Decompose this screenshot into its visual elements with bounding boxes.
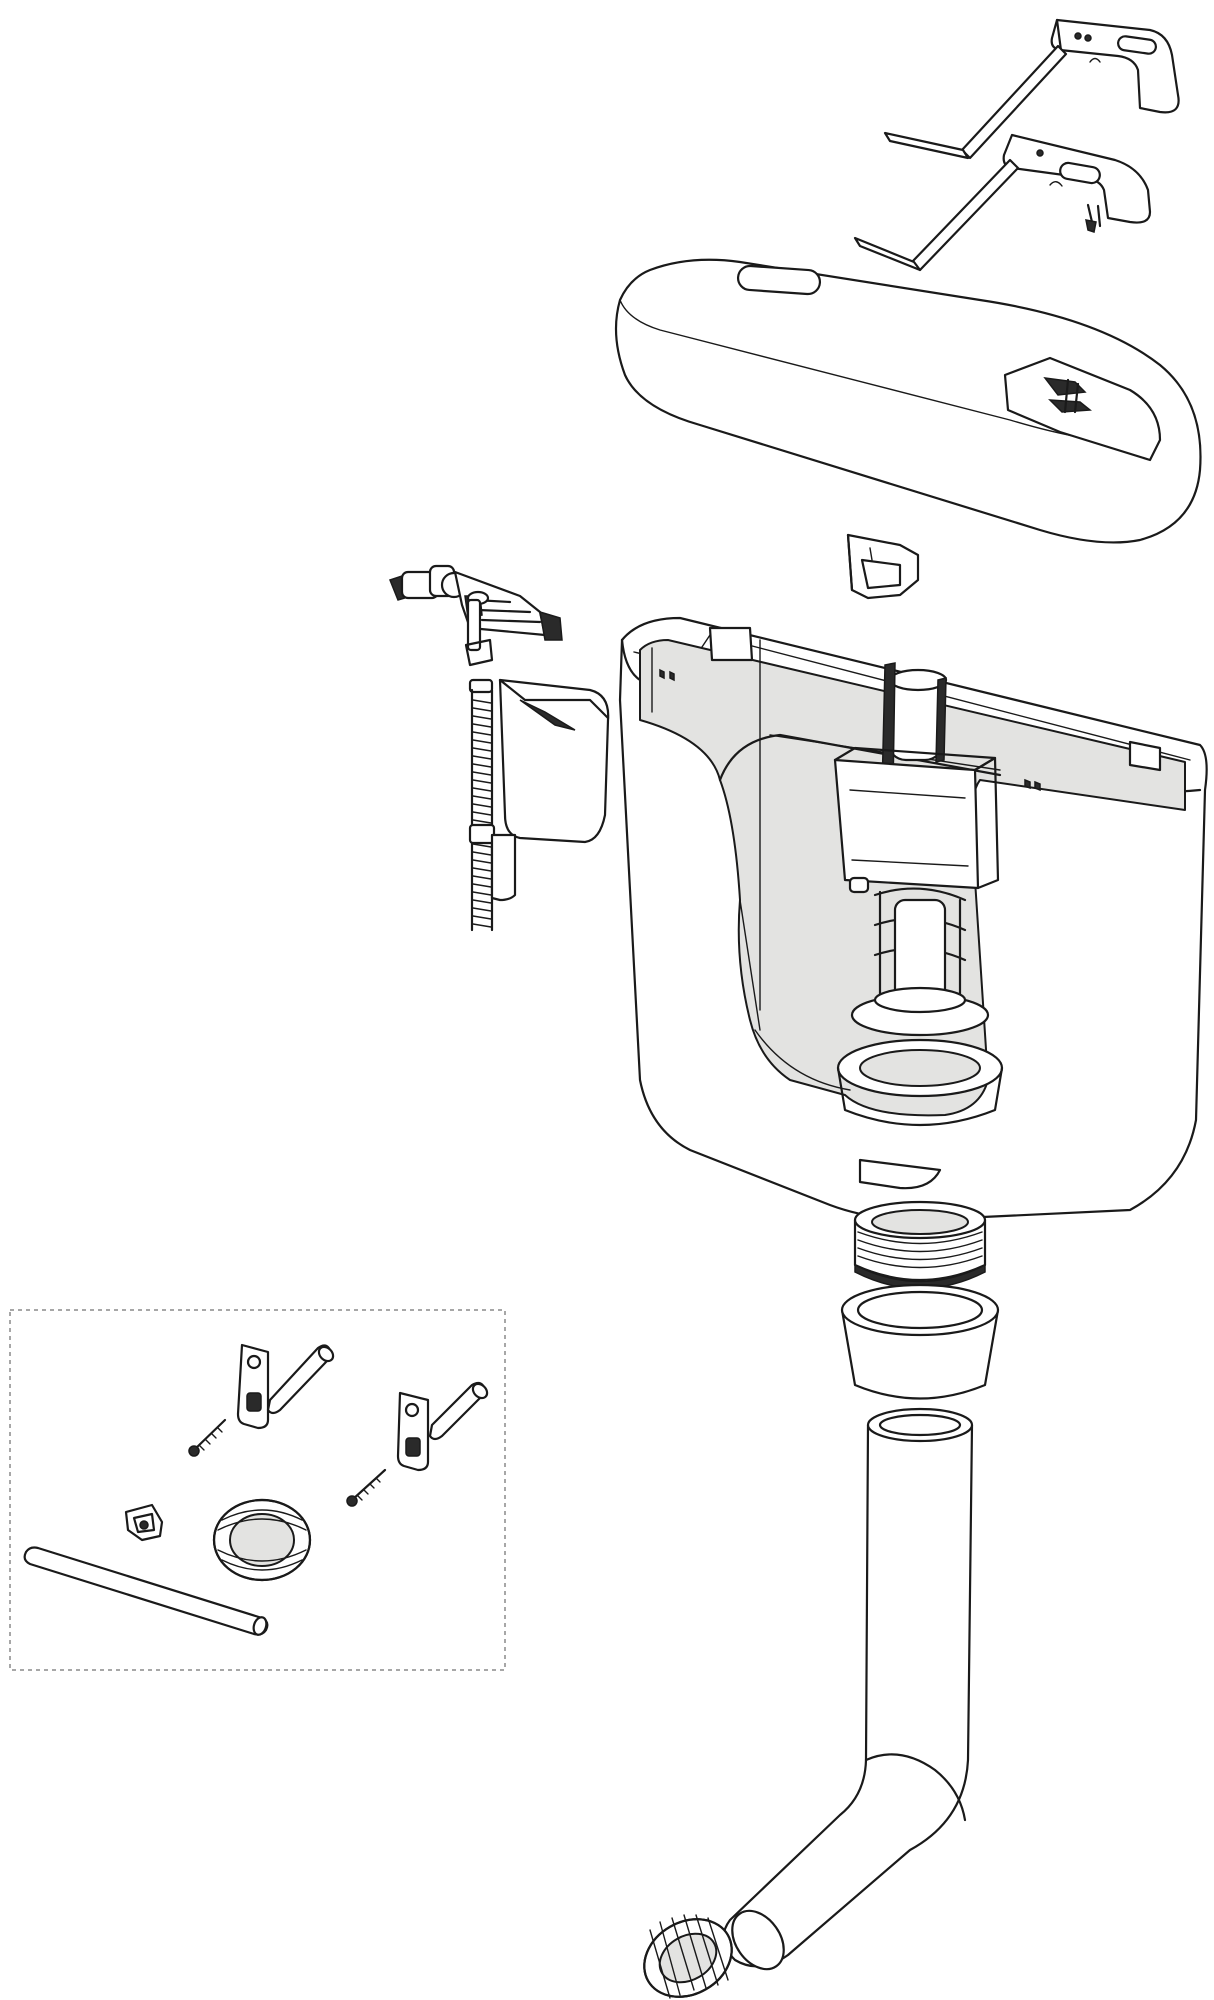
screw-right [346,1468,387,1507]
wall-bracket-right [396,1391,430,1472]
threaded-ring [212,1498,312,1582]
accessory-kit-border [9,1309,506,1671]
bracket-clip [124,1503,164,1542]
flush-pipe-elbow [722,1407,974,1971]
wall-plug-right [428,1381,489,1441]
pipe-connector-nut [643,1914,733,1999]
threaded-connector [853,1200,987,1290]
push-button-bracket-upper [883,18,1180,160]
flush-valve [833,662,1004,1127]
screw-left [188,1418,227,1457]
wall-plug-left [266,1344,335,1415]
fill-pipe-rod [23,1546,269,1636]
accessory-kit [9,1309,506,1671]
cone-seal [840,1283,1000,1400]
fill-valve [389,564,610,932]
push-button-bracket-lower [853,133,1152,272]
lid-clip [846,533,920,600]
cistern-lid [614,258,1202,544]
wall-bracket-left [236,1343,270,1430]
